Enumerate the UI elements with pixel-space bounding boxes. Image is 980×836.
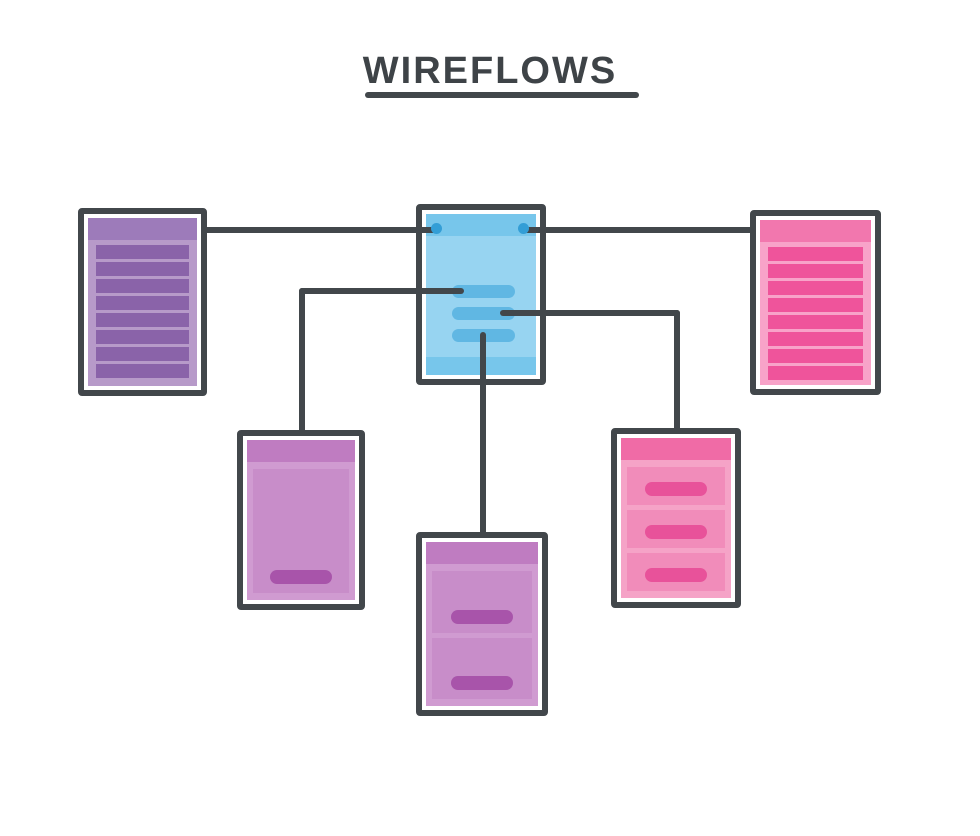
screen-body [760, 220, 871, 385]
screen-header-bar [247, 440, 355, 462]
screen-header-bar [426, 542, 538, 564]
button-pill [451, 676, 513, 690]
list-rows [88, 240, 197, 383]
button-pill [645, 525, 707, 539]
wireframe-list-screen-pink [750, 210, 881, 395]
content-card [627, 510, 725, 548]
text-line [452, 307, 515, 320]
list-row [768, 366, 863, 380]
connector-main-to-pink-list [524, 227, 754, 233]
list-row [96, 364, 189, 378]
list-row [96, 296, 189, 310]
screen-body [621, 438, 731, 598]
connector-main-to-purple-list [202, 227, 440, 233]
connector-dot-right [518, 223, 529, 234]
list-row [768, 298, 863, 312]
content-card [432, 637, 532, 699]
list-row [96, 313, 189, 327]
list-row [96, 330, 189, 344]
wireframe-cards-screen-pink [611, 428, 741, 608]
page-title: WIREFLOWS [362, 50, 618, 92]
list-row [768, 281, 863, 295]
wireframe-card-screen-orchid [237, 430, 365, 610]
connector-dot-left [431, 223, 442, 234]
content-card [253, 469, 349, 593]
button-pill [645, 568, 707, 582]
connector-main-to-orchid-card-vertical [299, 288, 305, 434]
wireframe-cards-screen-orchid [416, 532, 548, 716]
list-row [96, 245, 189, 259]
list-row [768, 315, 863, 329]
screen-header-bar [88, 218, 197, 240]
button-pill [451, 609, 513, 624]
connector-main-to-pink-cards-vertical [674, 310, 680, 432]
list-row [96, 347, 189, 361]
connector-main-to-orchid-cards [480, 332, 486, 536]
content-cards [621, 460, 731, 598]
list-rows [760, 242, 871, 385]
button-pill [645, 482, 707, 496]
content-card [627, 553, 725, 591]
content-cards [426, 564, 538, 706]
screen-body [247, 440, 355, 600]
list-row [96, 262, 189, 276]
title-underline [365, 92, 639, 98]
list-row [768, 332, 863, 346]
content-cards [247, 462, 355, 600]
list-row [96, 279, 189, 293]
screen-body [426, 542, 538, 706]
screen-header-bar [760, 220, 871, 242]
connector-main-to-pink-cards-horizontal [500, 310, 680, 316]
button-pill [270, 570, 332, 584]
screen-header-bar [621, 438, 731, 460]
content-card [627, 467, 725, 505]
list-row [768, 349, 863, 363]
screen-body [88, 218, 197, 386]
text-line [452, 285, 515, 298]
content-card [432, 571, 532, 633]
title-block: WIREFLOWS [0, 50, 980, 93]
screen-header-bar [426, 214, 536, 236]
list-row [768, 264, 863, 278]
list-row [768, 247, 863, 261]
connector-main-to-orchid-card-horizontal [299, 288, 464, 294]
wireframe-list-screen-purple [78, 208, 207, 396]
